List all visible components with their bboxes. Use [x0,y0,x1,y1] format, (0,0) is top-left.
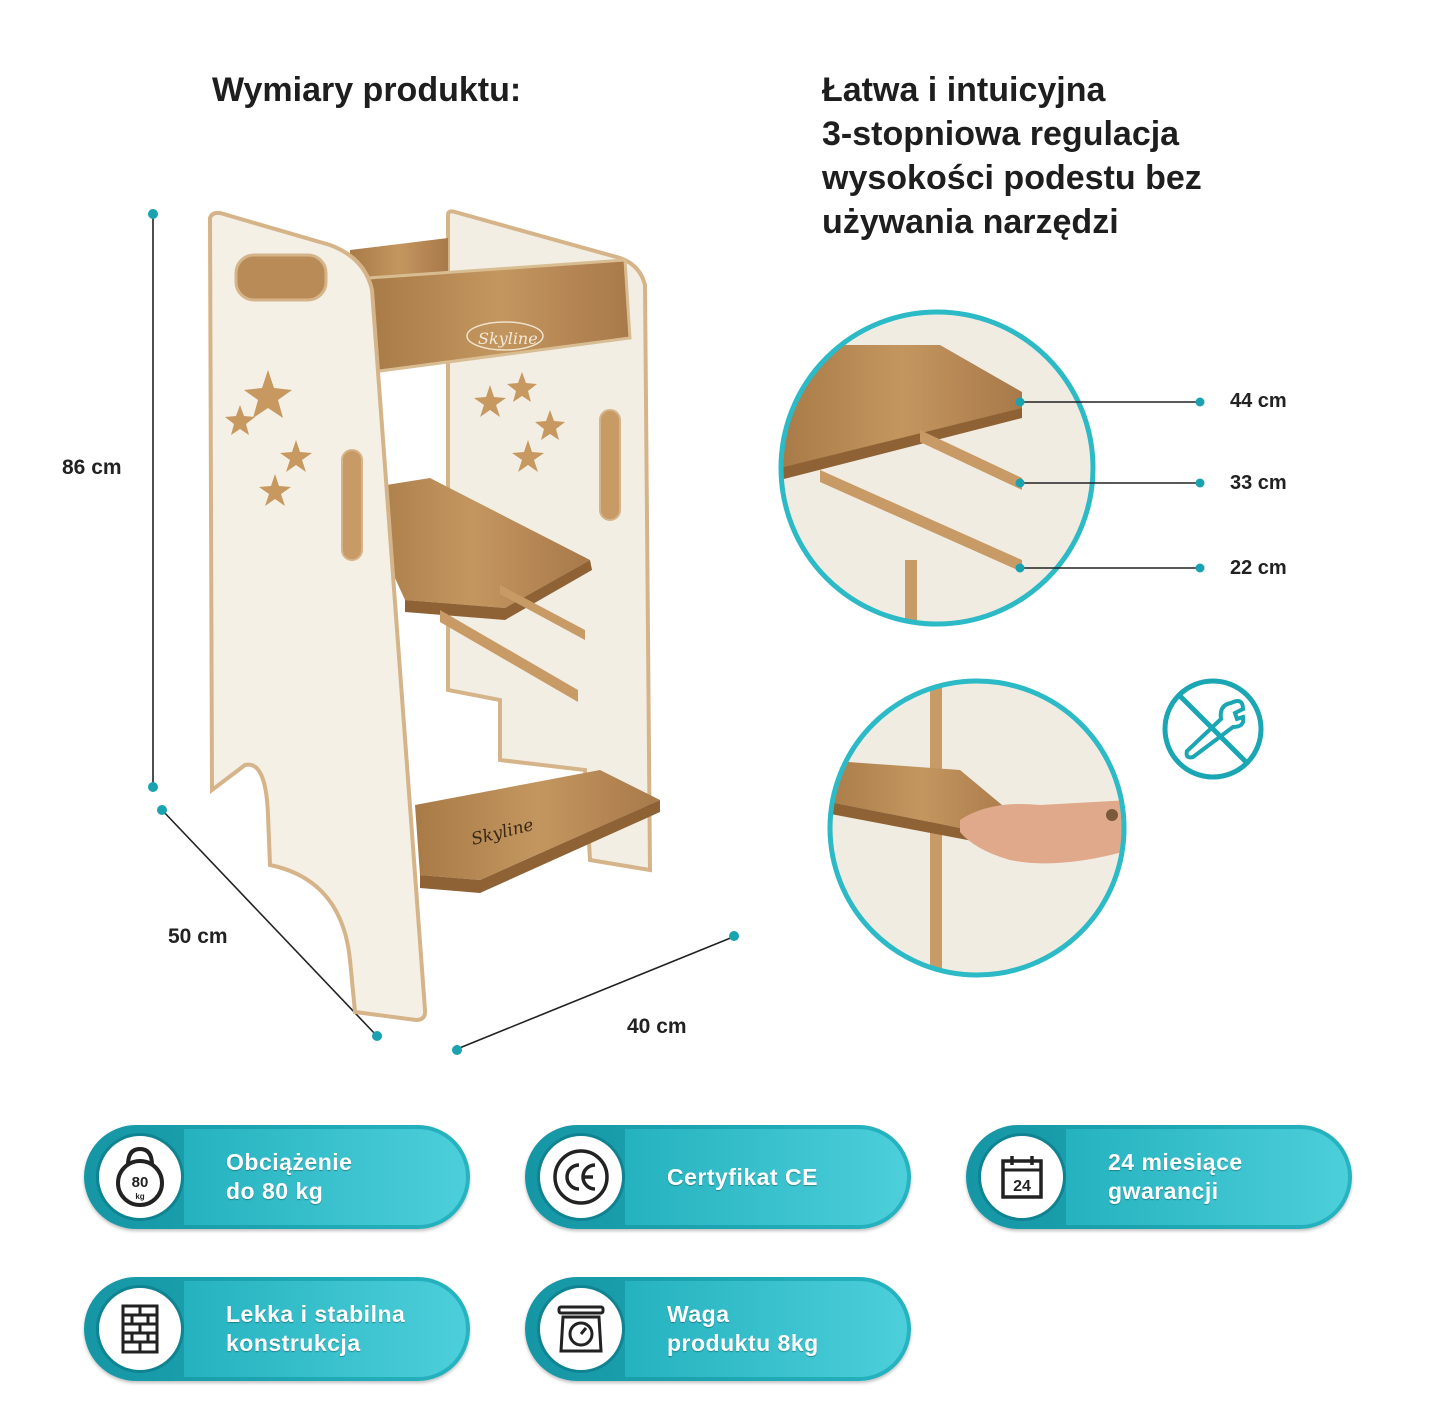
adjustment-heading-line-3: wysokości podestu bez [822,159,1202,197]
adjustment-heading-line-1: Łatwa i intuicyjna [822,71,1106,109]
feature-warranty-line-1: 24 miesiące [1108,1149,1243,1175]
scale-icon [537,1285,625,1373]
no-tools-icon [1162,678,1264,780]
learning-tower: Skyline Skyline [207,209,660,1023]
feature-weight-line-1: Waga [667,1301,730,1327]
feature-warranty-line-2: gwarancji [1108,1178,1219,1204]
adjustment-heading: Łatwa i intuicyjna 3-stopniowa regulacja… [822,68,1242,244]
depth-dimension-line [161,809,377,1036]
feature-badge-weight: Waga produktu 8kg [525,1277,911,1381]
calendar-icon: 24 [978,1133,1066,1221]
feature-construction-line-1: Lekka i stabilna [226,1301,406,1327]
svg-text:24: 24 [1013,1178,1031,1195]
kettlebell-icon: 80 kg [96,1133,184,1221]
width-dimension-line [456,936,734,1050]
brick-wall-icon [96,1285,184,1373]
brand-logo-top: Skyline [478,329,538,348]
feature-badge-ce: Certyfikat CE [525,1125,911,1229]
feature-ce-line-1: Certyfikat CE [667,1163,818,1190]
ce-mark-icon [537,1133,625,1221]
feature-load-line-1: Obciążenie [226,1149,353,1175]
feature-badge-construction: Lekka i stabilna konstrukcja [84,1277,470,1381]
feature-badge-load: 80 kg Obciążenie do 80 kg [84,1125,470,1229]
hand-adjust-detail [827,678,1127,978]
feature-load-line-2: do 80 kg [226,1178,324,1204]
feature-badge-warranty: 24 24 miesiące gwarancji [966,1125,1352,1229]
height-levels-detail [778,309,1205,627]
svg-text:kg: kg [135,1192,144,1201]
level-label-middle: 33 cm [1230,472,1287,494]
adjustment-heading-line-4: używania narzędzi [822,203,1119,241]
width-label: 40 cm [627,1015,687,1038]
feature-weight-line-2: produktu 8kg [667,1330,819,1356]
depth-label: 50 cm [168,925,228,948]
height-label: 86 cm [62,456,122,479]
level-label-bottom: 22 cm [1230,557,1287,579]
svg-text:80: 80 [132,1174,149,1191]
star-cutouts [225,370,565,506]
level-label-top: 44 cm [1230,390,1287,412]
dimension-lines [148,209,739,1055]
feature-construction-line-2: konstrukcja [226,1330,361,1356]
adjustment-heading-line-2: 3-stopniowa regulacja [822,115,1180,153]
dimensions-heading: Wymiary produktu: [212,71,522,109]
